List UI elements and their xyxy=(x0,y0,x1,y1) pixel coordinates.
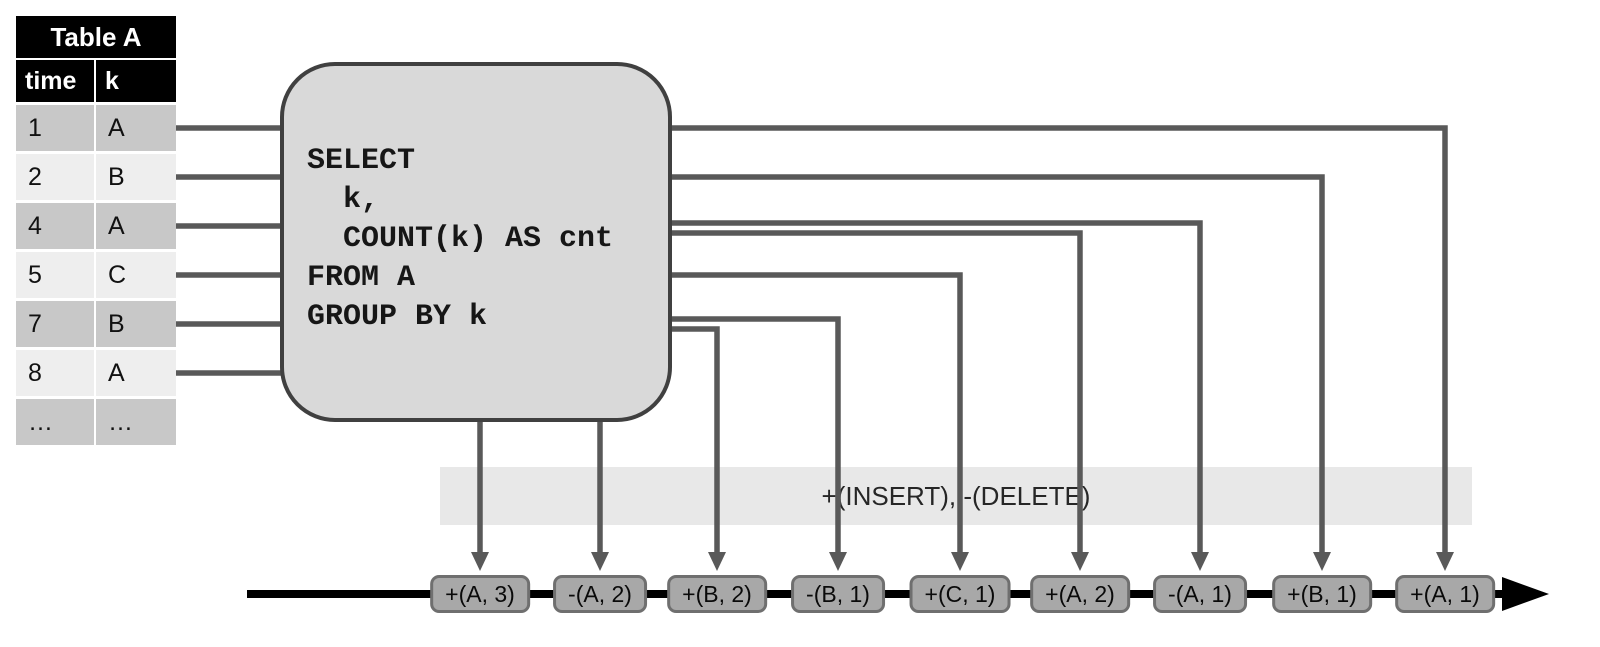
table-input-lines xyxy=(174,125,286,376)
column-header-k: k xyxy=(96,60,176,102)
cell-time: … xyxy=(16,399,94,445)
cell-time: 8 xyxy=(16,350,94,396)
cell-k: … xyxy=(96,399,176,445)
cell-k: C xyxy=(96,252,176,298)
timeline-arrow xyxy=(247,577,1549,611)
cell-time: 1 xyxy=(16,105,94,151)
cell-k: A xyxy=(96,203,176,249)
cell-k: A xyxy=(96,350,176,396)
cell-time: 7 xyxy=(16,301,94,347)
sql-code: SELECT k, COUNT(k) AS cnt FROM A GROUP B… xyxy=(307,144,614,334)
table-row: …… xyxy=(16,399,176,445)
output-arrowheads xyxy=(471,552,1454,571)
insert-delete-band: +(INSERT), -(DELETE) xyxy=(440,467,1472,525)
cell-time: 4 xyxy=(16,203,94,249)
query-box: SELECT k, COUNT(k) AS cnt FROM A GROUP B… xyxy=(280,62,672,422)
cell-time: 5 xyxy=(16,252,94,298)
table-header: time k xyxy=(16,60,176,102)
timeline-event: -(A, 1) xyxy=(1153,575,1247,613)
timeline-event: -(A, 2) xyxy=(553,575,647,613)
timeline-event: -(B, 1) xyxy=(791,575,885,613)
cell-k: B xyxy=(96,301,176,347)
column-header-time: time xyxy=(16,60,94,102)
cell-k: B xyxy=(96,154,176,200)
cell-time: 2 xyxy=(16,154,94,200)
timeline-event: +(A, 2) xyxy=(1030,575,1130,613)
timeline-event: +(A, 1) xyxy=(1395,575,1495,613)
table-title: Table A xyxy=(16,16,176,58)
timeline-event: +(B, 2) xyxy=(667,575,767,613)
timeline-event: +(C, 1) xyxy=(909,575,1011,613)
timeline-event: +(B, 1) xyxy=(1272,575,1372,613)
cell-k: A xyxy=(96,105,176,151)
band-label: +(INSERT), -(DELETE) xyxy=(821,480,1091,511)
timeline-event: +(A, 3) xyxy=(430,575,530,613)
